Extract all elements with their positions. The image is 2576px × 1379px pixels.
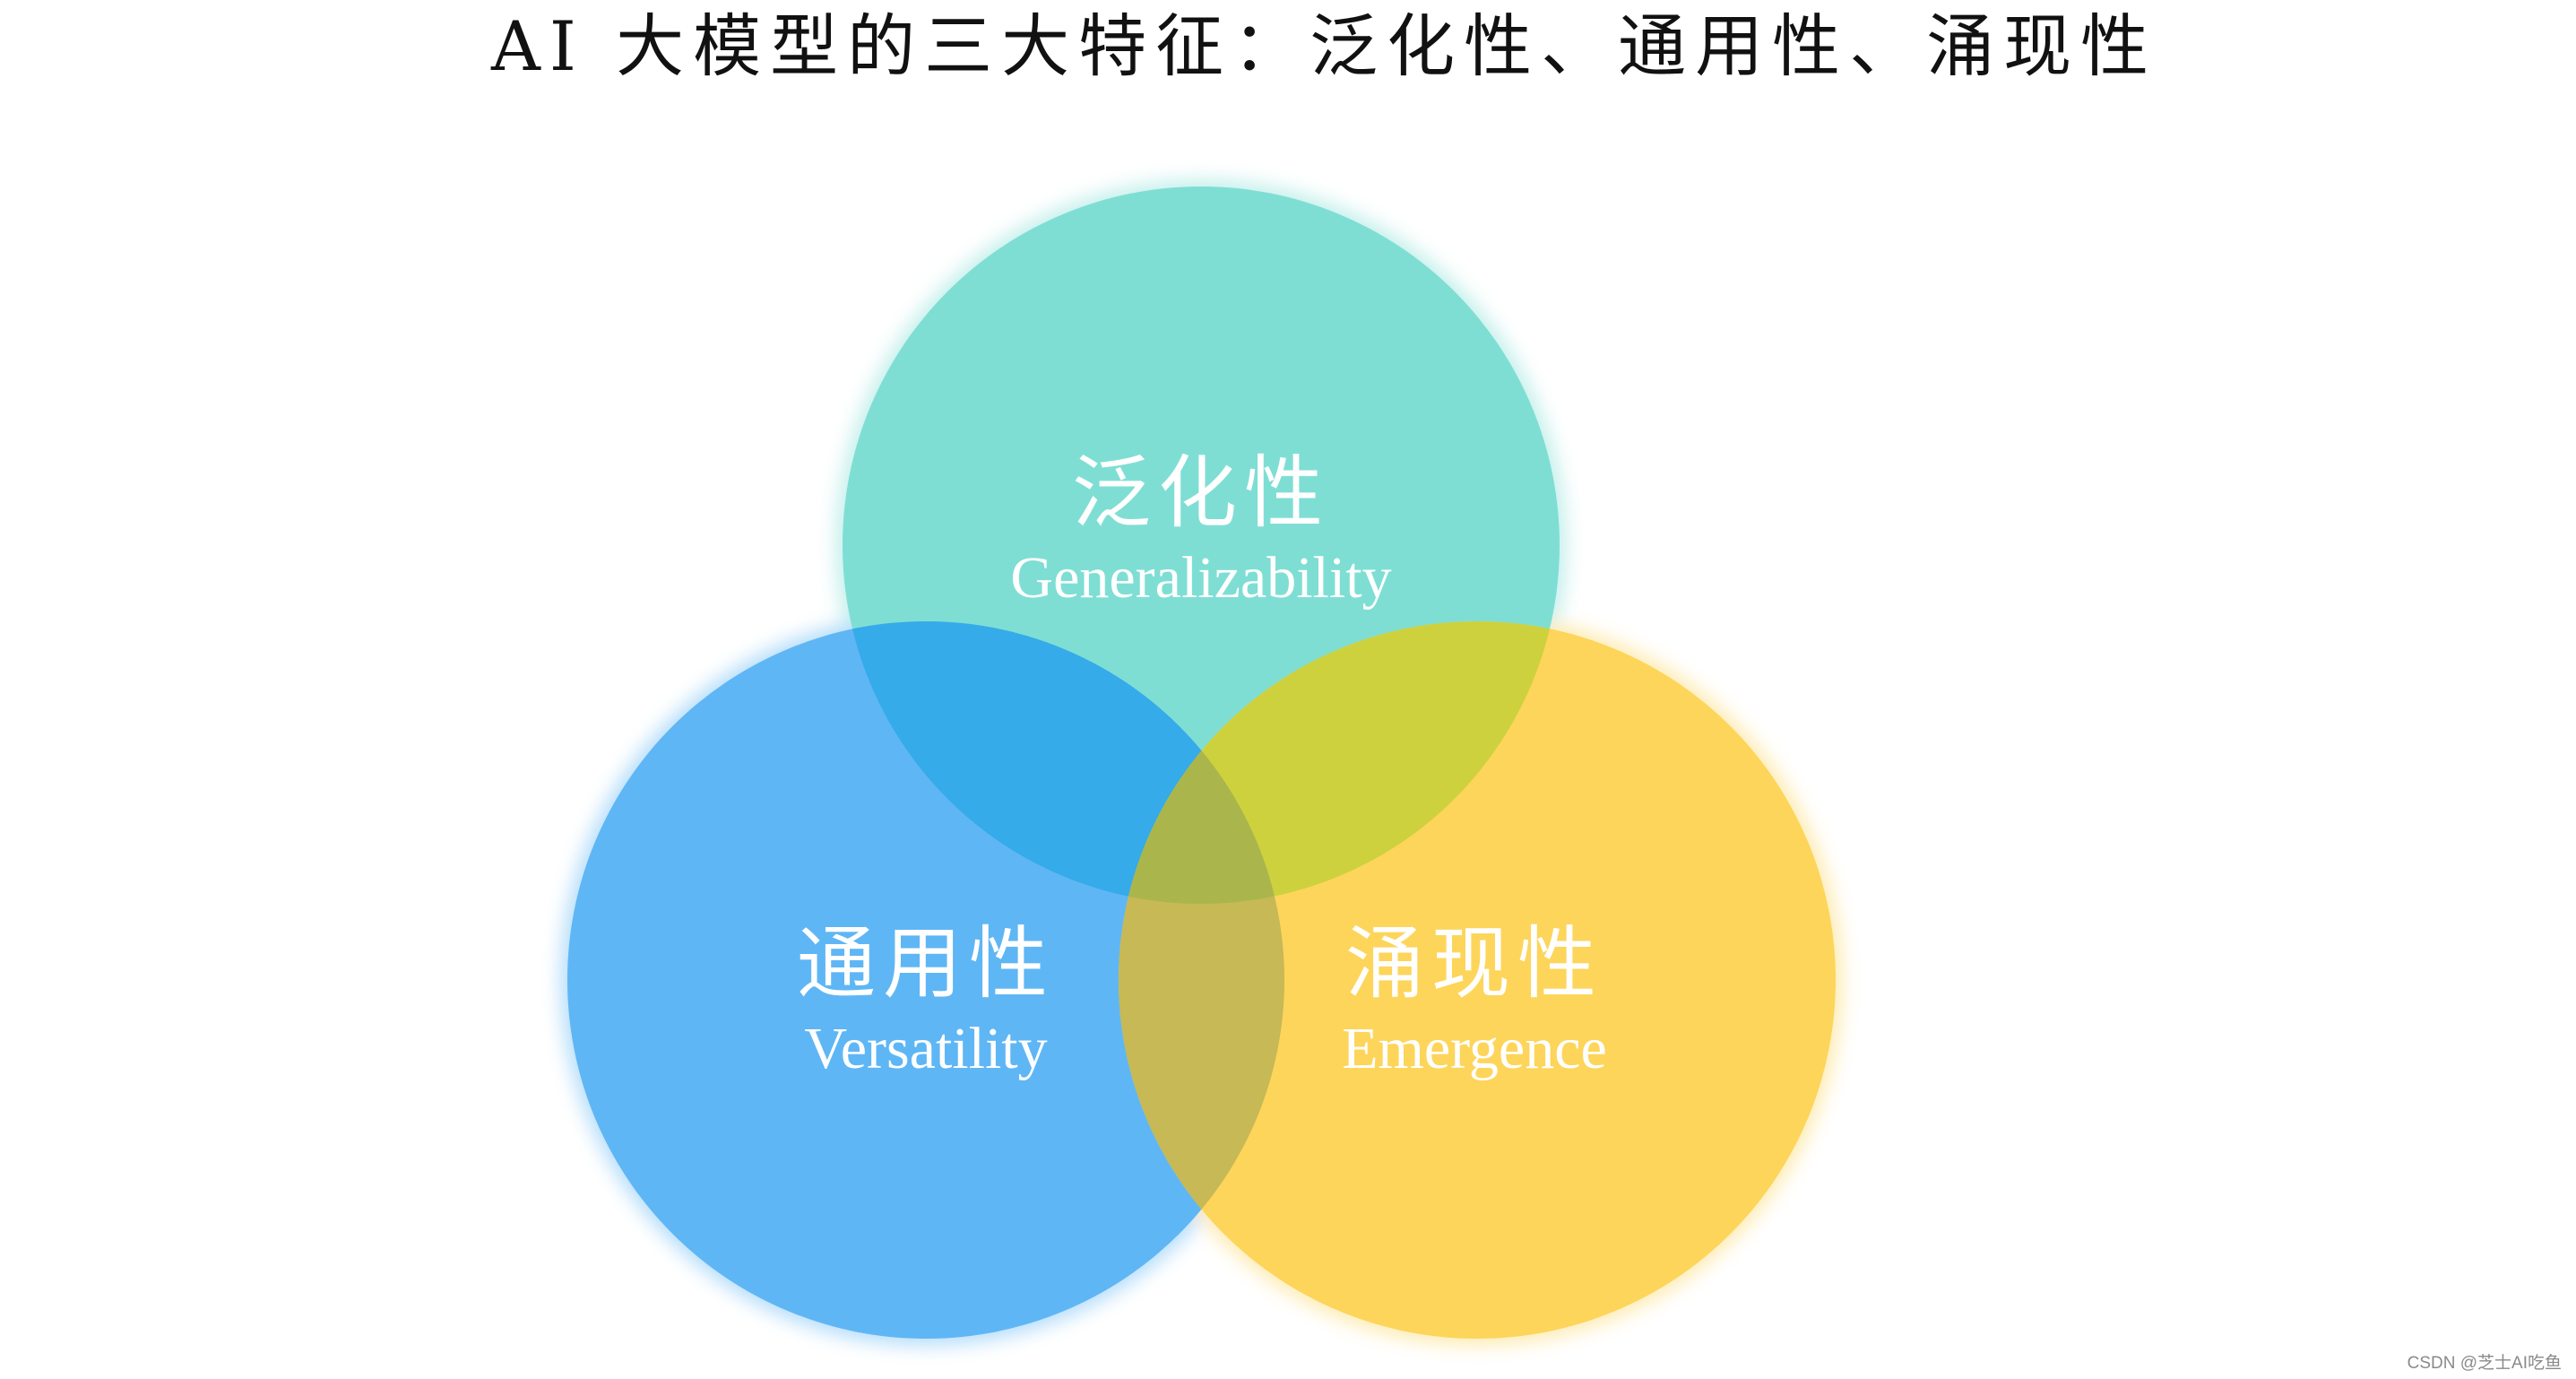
label-generalizability-cn: 泛化性 <box>1071 447 1331 539</box>
label-emergence-en: Emergence <box>1342 1016 1607 1081</box>
overlap-teal-blue <box>843 621 1284 904</box>
label-generalizability: 泛化性 Generalizability <box>1010 444 1391 614</box>
label-versatility-en: Versatility <box>804 1016 1048 1081</box>
label-versatility: 通用性 Versatility <box>797 915 1055 1085</box>
page-title: AI 大模型的三大特征：泛化性、通用性、涌现性 <box>491 6 2158 86</box>
watermark: CSDN @芝士AI吃鱼 <box>2407 1354 2562 1373</box>
label-emergence-cn: 涌现性 <box>1344 917 1604 1010</box>
label-generalizability-en: Generalizability <box>1010 545 1392 611</box>
overlap-teal-yellow <box>1119 621 1560 904</box>
label-emergence: 涌现性 Emergence <box>1342 915 1607 1085</box>
label-versatility-cn: 通用性 <box>796 917 1056 1010</box>
